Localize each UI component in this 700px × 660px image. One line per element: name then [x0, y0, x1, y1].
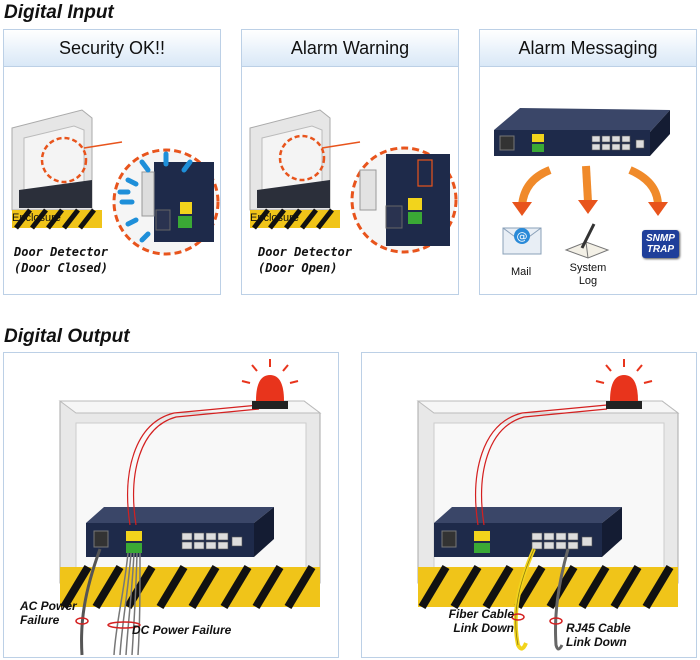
detector-label-line2: (Door Open): [258, 261, 338, 275]
digital-output-title: Digital Output: [4, 326, 130, 347]
svg-text:@: @: [517, 230, 528, 243]
door-open-illustration: [249, 109, 458, 254]
panel-output-link: Fiber Cable Link Down RJ45 Cable Link Do…: [361, 352, 697, 658]
snmp-trap-icon: SNMP TRAP: [642, 230, 679, 258]
ac-power-label-line2: Failure: [20, 613, 60, 627]
mail-label: Mail: [511, 266, 532, 278]
detector-label-line2: (Door Closed): [14, 261, 108, 275]
enclosure-label: Enclosure: [12, 212, 61, 224]
panel-header: Security OK!!: [4, 30, 220, 67]
system-log-label-line1: System: [569, 262, 607, 274]
door-closed-illustration: [11, 109, 220, 256]
ac-power-label-line1: AC Power: [20, 599, 77, 613]
panel-alarm-messaging: Alarm Messaging @ SNMP: [479, 29, 697, 295]
system-log-label-line2: Log: [578, 275, 598, 287]
panel-output-power: AC Power Failure DC Power Failure: [3, 352, 339, 658]
orange-arrow-icons: [512, 165, 668, 216]
link-down-illustration: [416, 359, 680, 651]
dc-power-label: DC Power Failure: [132, 623, 232, 637]
detector-label-line1: Door Detector: [14, 245, 108, 259]
snmp-line1: SNMP: [646, 233, 675, 244]
power-failure-illustration: [58, 359, 322, 656]
snmp-line2: TRAP: [646, 244, 675, 255]
fiber-label-line2: Link Down: [453, 621, 514, 635]
system-log-icon: [564, 223, 610, 259]
rj45-label-line1: RJ45 Cable: [566, 621, 631, 635]
enclosure-label: Enclosure: [250, 212, 299, 224]
digital-input-title: Digital Input: [4, 2, 114, 23]
mail-icon: @: [502, 227, 542, 255]
panel-header: Alarm Warning: [242, 30, 458, 67]
panel-alarm-warning: Alarm Warning Enclosure Door Detector (D…: [241, 29, 459, 295]
panel-security-ok: Security OK!! Enclosure Door Detector (D…: [3, 29, 221, 295]
rj45-label-line2: Link Down: [566, 635, 627, 649]
detector-label-line1: Door Detector: [258, 245, 352, 259]
fiber-label-line1: Fiber Cable: [448, 607, 514, 621]
switch-device: [494, 108, 670, 156]
panel-header: Alarm Messaging: [480, 30, 696, 67]
